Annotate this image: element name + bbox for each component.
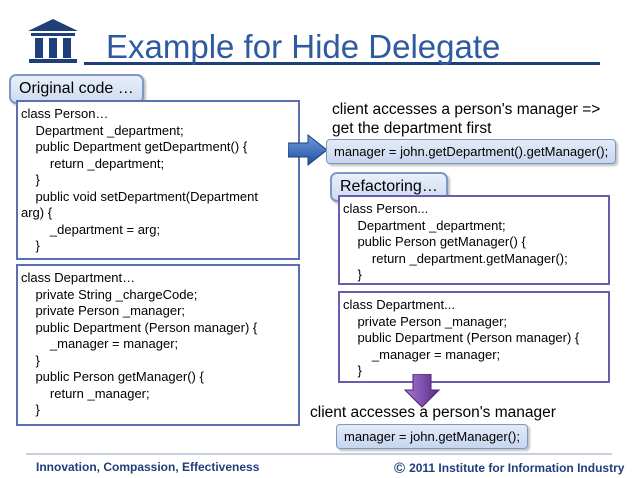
code-line: class Person... <box>343 201 429 216</box>
code-line: public Department getDepartment() { <box>21 139 248 154</box>
code-line: Department _department; <box>21 122 184 138</box>
department-refactored-box: class Department... private Person _mana… <box>338 291 610 383</box>
code-line: } <box>343 267 362 282</box>
person-refactored-box: class Person... Department _department; … <box>338 195 610 285</box>
institute-logo-icon <box>28 19 78 63</box>
right-arrow-icon <box>288 134 328 166</box>
code-line: } <box>343 363 362 378</box>
code-line: public Person getManager() { <box>21 369 204 384</box>
footer-slogan: Innovation, Compassion, Effectiveness <box>36 460 260 474</box>
code-line: } <box>21 402 40 417</box>
code-line: Department _department; <box>343 217 506 233</box>
down-arrow-icon <box>404 374 440 408</box>
code-line: class Person… <box>21 106 109 121</box>
code-line: _manager = manager; <box>21 336 179 351</box>
code-line: class Department... <box>343 297 455 312</box>
code-line: public Department (Person manager) { <box>21 319 258 335</box>
code-line: private String _chargeCode; <box>21 286 198 302</box>
department-code-box: class Department… private String _charge… <box>16 264 300 426</box>
code-line: _manager = manager; <box>343 346 501 362</box>
code-line: } <box>21 238 40 253</box>
code-line: } <box>21 352 40 368</box>
client-caption-after: client accesses a person's manager <box>310 404 556 421</box>
footer-divider <box>26 453 612 455</box>
code-line: private Person _manager; <box>343 313 508 329</box>
code-line: public Person getManager() { <box>343 234 526 249</box>
code-line: public void setDepartment(Department <box>21 188 258 204</box>
code-line: return _department.getManager(); <box>343 250 568 266</box>
person-code-box: class Person… Department _department; pu… <box>16 100 300 260</box>
page-title: Example for Hide Delegate <box>106 28 501 65</box>
code-line: return _manager; <box>21 385 150 401</box>
code-line: public Department (Person manager) { <box>343 330 580 345</box>
footer-copyright-text: 2011 Institute for Information Industry <box>409 461 625 475</box>
client-caption-before-line1: client accesses a person's manager => <box>332 101 601 118</box>
footer-copyright: ©2011 Institute for Information Industry <box>394 460 624 477</box>
code-line: class Department… <box>21 270 136 285</box>
client-caption-before-line2: get the department first <box>332 120 492 137</box>
code-line: private Person _manager; <box>21 303 186 318</box>
client-code-before: manager = john.getDepartment().getManage… <box>326 139 617 164</box>
code-line: return _department; <box>21 155 165 171</box>
code-line: arg) { <box>21 205 53 220</box>
client-code-after: manager = john.getManager(); <box>336 424 528 449</box>
copyright-icon: © <box>394 460 406 477</box>
title-underline <box>84 62 600 65</box>
code-line: } <box>21 172 40 187</box>
code-line: _department = arg; <box>21 221 161 237</box>
